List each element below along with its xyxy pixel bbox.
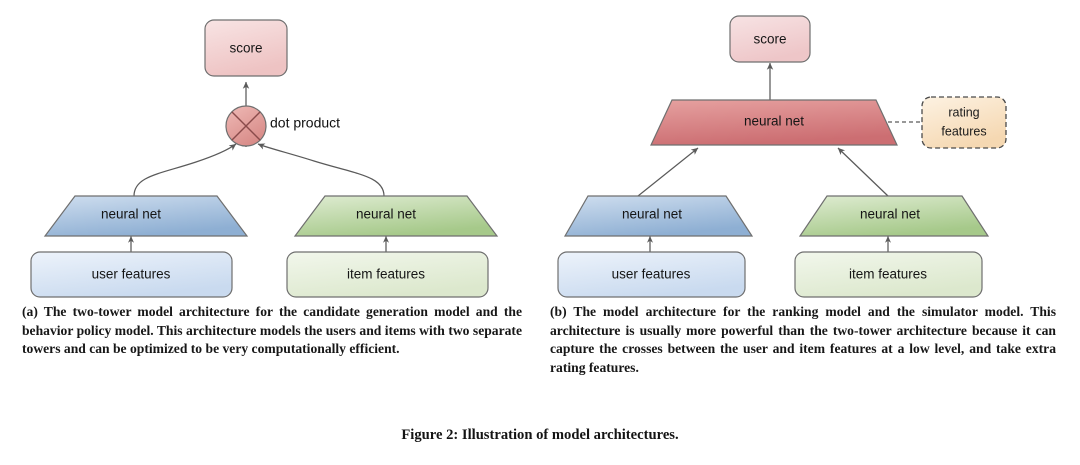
- figure-caption: Figure 2: Illustration of model architec…: [401, 427, 679, 443]
- node-user-features-b[interactable]: [557, 251, 746, 298]
- node-user-features-b-label: user features: [612, 267, 691, 282]
- architecture-diagrams: score dot product neural net neural net …: [30, 15, 1007, 298]
- node-left-tower-a[interactable]: [43, 195, 249, 237]
- subcaption-b: (b) The model architecture for the ranki…: [550, 304, 1056, 375]
- node-left-tower-b[interactable]: [563, 195, 754, 237]
- node-top-neural-net-b-label: neural net: [744, 114, 804, 129]
- node-score-b[interactable]: [729, 15, 811, 63]
- subcaption-a: (a) The two-tower model architecture for…: [22, 304, 522, 357]
- node-rating-features-b-label-line2: features: [941, 124, 986, 138]
- node-rating-features-b[interactable]: [921, 96, 1007, 149]
- node-score-b-label: score: [753, 32, 786, 47]
- node-score-a[interactable]: [204, 19, 288, 77]
- dot-product-x-stroke-2: [231, 111, 261, 141]
- node-item-features-a-label: item features: [347, 267, 425, 282]
- dot-product-annotation-label: dot product: [270, 115, 340, 131]
- panel-b-diagram: score neural net rating features neural …: [557, 15, 1007, 298]
- node-item-features-b-label: item features: [849, 267, 927, 282]
- node-user-features-a[interactable]: [30, 251, 233, 298]
- edge-right-tower-to-top-net-b: [837, 147, 889, 197]
- node-right-tower-a-label: neural net: [356, 207, 416, 222]
- node-score-a-label: score: [229, 41, 262, 56]
- node-left-tower-b-label: neural net: [622, 207, 682, 222]
- node-user-features-a-label: user features: [92, 267, 171, 282]
- node-rating-features-b-label-line1: rating: [948, 105, 979, 119]
- node-right-tower-a[interactable]: [293, 195, 499, 237]
- node-left-tower-a-label: neural net: [101, 207, 161, 222]
- subfigure-captions: (a) The two-tower model architecture for…: [0, 303, 1080, 465]
- node-right-tower-b-label: neural net: [860, 207, 920, 222]
- node-item-features-a[interactable]: [286, 251, 489, 298]
- edge-left-tower-to-operator: [133, 143, 237, 197]
- edge-left-tower-to-top-net-b: [637, 147, 699, 197]
- node-item-features-b[interactable]: [794, 251, 983, 298]
- node-top-neural-net-b[interactable]: [650, 99, 898, 146]
- panel-a-diagram: score dot product neural net neural net …: [30, 19, 499, 298]
- node-right-tower-b[interactable]: [798, 195, 990, 237]
- edge-right-tower-to-operator: [257, 143, 385, 197]
